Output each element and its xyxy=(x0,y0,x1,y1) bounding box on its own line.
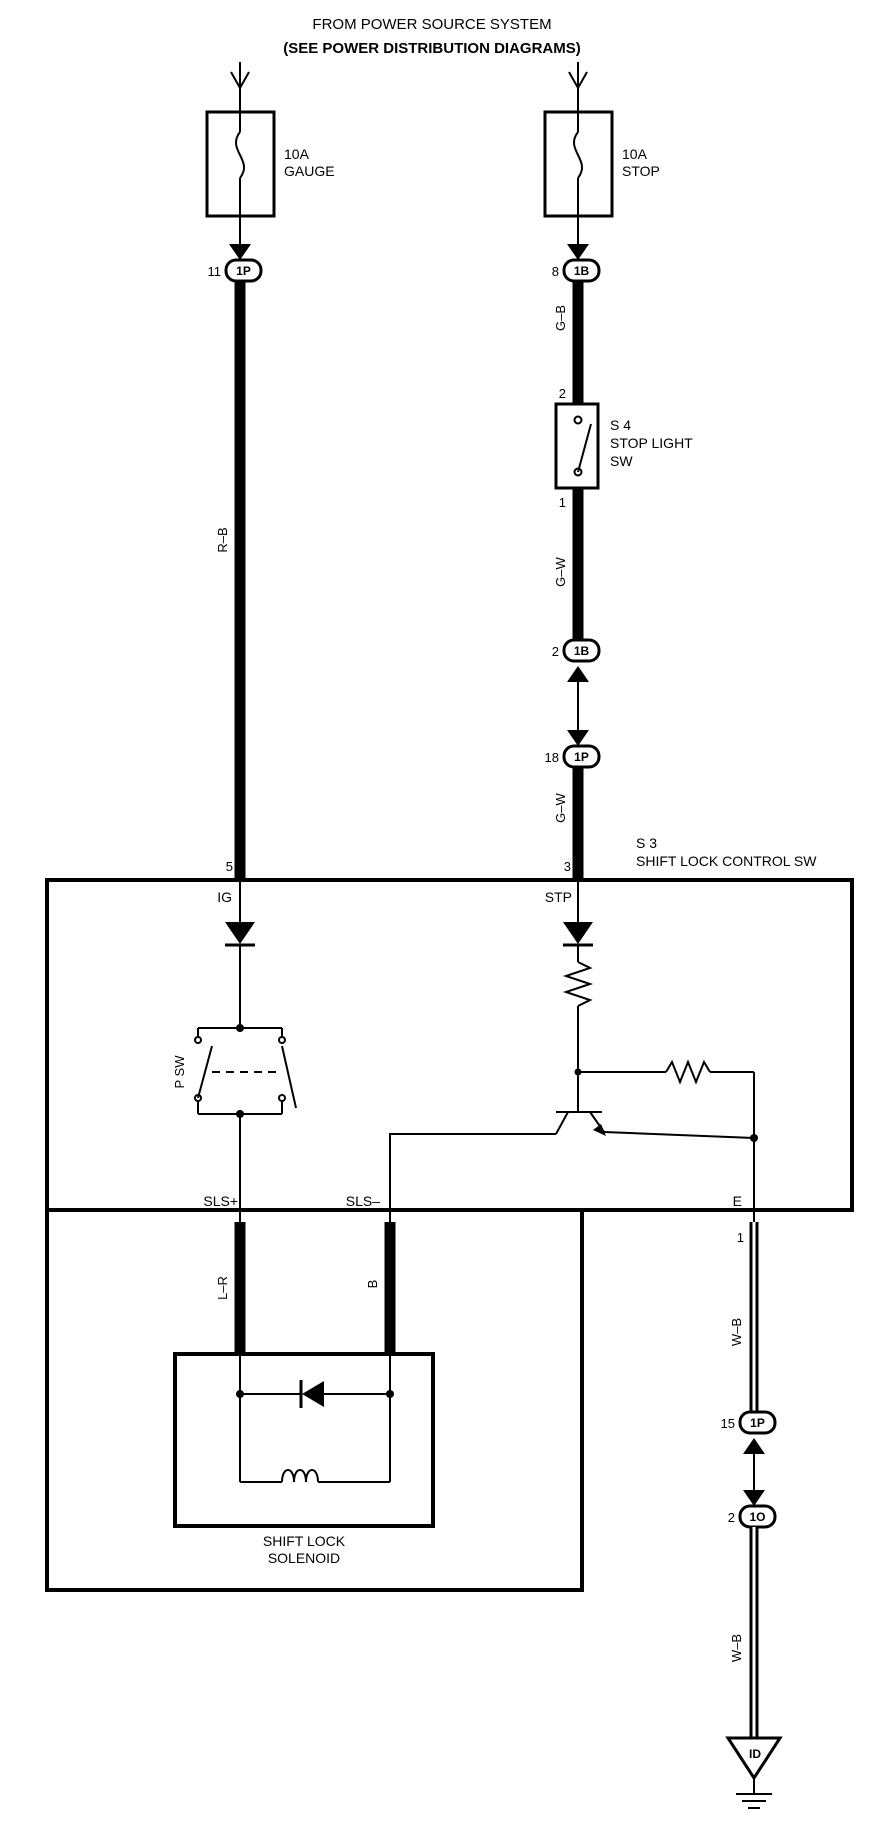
solenoid-name-1: SHIFT LOCK xyxy=(263,1533,346,1549)
connector-1o-ground-pin: 2 xyxy=(728,1510,735,1525)
header-line-2: (SEE POWER DISTRIBUTION DIAGRAMS) xyxy=(283,40,581,57)
header-line-1: FROM POWER SOURCE SYSTEM xyxy=(312,16,551,33)
resistor-feedback xyxy=(665,1059,711,1085)
connector-1b-mid: 1B xyxy=(562,638,601,663)
wire-g-w-upper-label: G–W xyxy=(553,556,568,586)
connector-1p-gauge-pin: 11 xyxy=(208,264,222,279)
control-switch-name: SHIFT LOCK CONTROL SW xyxy=(636,853,817,869)
terminal-sls-minus: SLS– xyxy=(346,1193,380,1209)
connector-1o-ground-id: 1O xyxy=(749,1510,765,1524)
connector-1b-stop-id: 1B xyxy=(574,264,590,278)
terminal-stp: STP xyxy=(545,889,572,905)
connector-1p-ground-pin: 15 xyxy=(721,1416,735,1431)
solenoid-name-2: SOLENOID xyxy=(268,1550,340,1566)
connector-1p-gauge: 1P xyxy=(224,258,263,283)
ground-id: ID xyxy=(749,1747,761,1761)
wire-w-b-upper-label: W–B xyxy=(729,1318,744,1346)
junction-up-arrow xyxy=(567,666,589,682)
fuse-gauge-rating: 10A xyxy=(284,146,310,162)
resistor-stp xyxy=(562,961,594,1007)
connector-1p-ground-id: 1P xyxy=(750,1416,765,1430)
wire-w-b-lower-label: W–B xyxy=(729,1634,744,1662)
p-switch xyxy=(194,1024,297,1118)
wire-g-b-label: G–B xyxy=(553,305,568,331)
terminal-e: E xyxy=(733,1193,742,1209)
ground-down-arrow xyxy=(743,1490,765,1506)
connector-1b-mid-id: 1B xyxy=(574,644,590,658)
stop-switch-pin-top: 2 xyxy=(559,386,566,401)
connector-1b-stop-pin: 8 xyxy=(552,264,559,279)
solenoid-coil xyxy=(276,1469,319,1483)
fuse-stop-name: STOP xyxy=(622,163,660,179)
connector-1b-mid-pin: 2 xyxy=(552,644,559,659)
connector-1p-mid-pin: 18 xyxy=(545,750,559,765)
fuse-gauge-name: GAUGE xyxy=(284,163,335,179)
wire-b-label: B xyxy=(365,1280,380,1289)
stop-light-switch xyxy=(554,402,600,490)
solenoid-outer-box xyxy=(45,1210,584,1592)
stop-source-arrow xyxy=(568,62,588,112)
stop-switch-name-2: SW xyxy=(610,453,633,469)
gauge-source-arrow xyxy=(230,62,250,112)
connector-1p-ground: 1P xyxy=(738,1410,777,1435)
wire-g-w-lower-label: G–W xyxy=(553,792,568,822)
gauge-connector-arrow xyxy=(229,244,251,260)
connector-1o-ground: 1O xyxy=(738,1504,777,1529)
connector-1b-stop: 1B xyxy=(562,258,601,283)
terminal-ig: IG xyxy=(217,889,232,905)
stop-switch-pin-bottom: 1 xyxy=(559,495,566,510)
wire-r-b-label: R–B xyxy=(215,527,230,552)
terminal-sls-plus: SLS+ xyxy=(203,1193,238,1209)
ground-up-arrow xyxy=(743,1438,765,1454)
pin-stp-number: 3 xyxy=(564,859,571,874)
stop-switch-name-1: STOP LIGHT xyxy=(610,435,693,451)
wire-l-r-label: L–R xyxy=(215,1276,230,1300)
junction-down-arrow xyxy=(567,730,589,746)
control-switch-box xyxy=(45,878,854,1212)
ground-point xyxy=(725,1736,783,1809)
connector-1p-mid-id: 1P xyxy=(574,750,589,764)
connector-1p-mid: 1P xyxy=(562,744,601,769)
connector-1p-gauge-id: 1P xyxy=(236,264,251,278)
diode-stp xyxy=(563,922,593,947)
diode-ig xyxy=(225,922,255,947)
stop-switch-code: S 4 xyxy=(610,417,631,433)
fuse-stop xyxy=(543,110,614,218)
p-switch-label: P SW xyxy=(172,1055,187,1089)
pin-e-number: 1 xyxy=(737,1230,744,1245)
transistor xyxy=(555,1072,755,1139)
solenoid-box xyxy=(173,1352,435,1528)
solenoid-diode xyxy=(299,1380,324,1408)
stop-connector-arrow xyxy=(567,244,589,260)
fuse-stop-rating: 10A xyxy=(622,146,648,162)
control-switch-code: S 3 xyxy=(636,835,657,851)
fuse-gauge xyxy=(205,110,276,218)
pin-ig-number: 5 xyxy=(226,859,233,874)
